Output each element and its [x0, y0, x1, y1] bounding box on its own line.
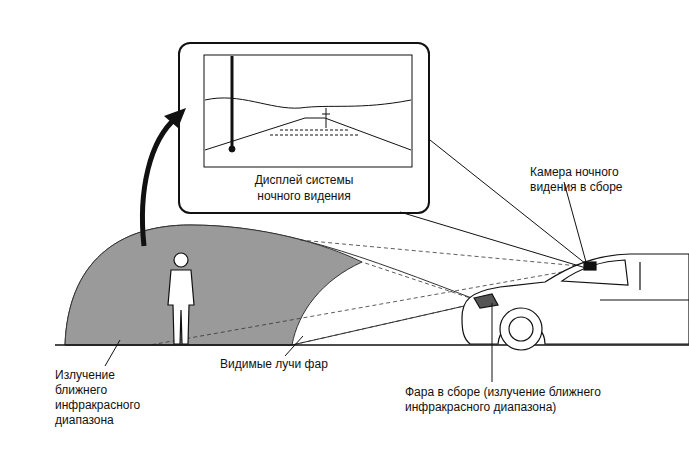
part-label: Фара в сборе (излучение ближнего инфракр… [405, 385, 645, 415]
leader-lines [105, 182, 586, 382]
curved-arrow [142, 118, 176, 246]
callout-lines [400, 140, 586, 268]
display-screen [204, 55, 412, 167]
part-label: Камера ночного видения в сборе [530, 165, 665, 195]
infrared-area [65, 225, 362, 345]
pedestrian [168, 253, 194, 344]
display-caption: Дисплей системы ночного видения [239, 172, 369, 204]
car [462, 254, 689, 350]
part-label: Видимые лучи фар [220, 357, 360, 372]
arrowhead [164, 108, 186, 128]
display-panel: Дисплей системы ночного видения [178, 42, 430, 214]
beam-outline [65, 225, 482, 345]
part-label: Излучение ближнего инфракрасного диапазо… [55, 368, 165, 428]
